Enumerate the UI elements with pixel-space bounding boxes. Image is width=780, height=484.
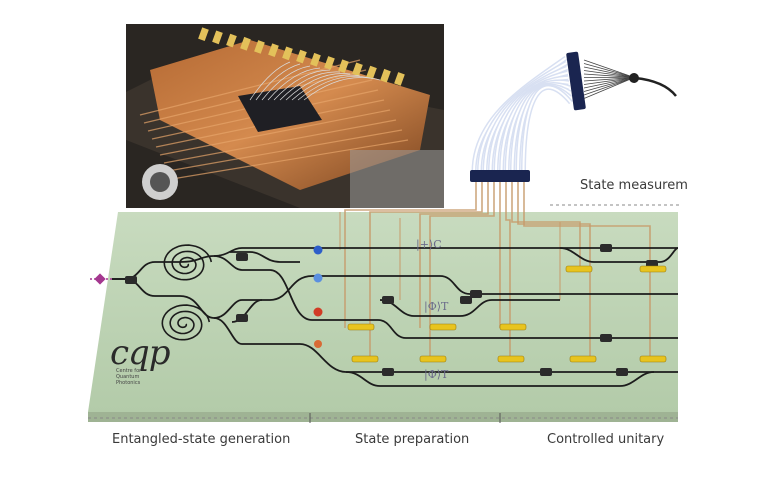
logo-main-text: cqp [110, 338, 170, 368]
photo-metal-plate [350, 150, 444, 208]
heater-electrode [348, 324, 374, 330]
label-state-preparation: State preparation [355, 432, 469, 447]
qubit-marker-light-blue [314, 274, 323, 283]
directional-coupler [600, 334, 612, 342]
label-entangled-generation: Entangled-state generation [112, 432, 290, 447]
directional-coupler [236, 314, 248, 322]
chip-side-edge [88, 412, 678, 422]
state-label-bottom: |Φ⟩T [424, 368, 448, 381]
qubit-marker-red [314, 308, 323, 317]
heater-electrode [500, 324, 526, 330]
qubit-marker-blue [314, 246, 323, 255]
heater-electrode [420, 356, 446, 362]
state-label-middle: |Φ⟩T [424, 300, 448, 313]
fiber-fan-line [584, 79, 630, 98]
cable-icon [629, 73, 676, 96]
directional-coupler [470, 290, 482, 298]
heater-electrode [352, 356, 378, 362]
heater-electrode [566, 266, 592, 272]
optical-fibers [474, 58, 571, 172]
label-controlled-unitary: Controlled unitary [547, 432, 664, 447]
fiber-connector-bottom [470, 170, 530, 182]
directional-coupler [125, 276, 137, 284]
directional-coupler [600, 244, 612, 252]
directional-coupler [540, 368, 552, 376]
label-state-measurement: State measurem [580, 178, 688, 193]
directional-coupler [236, 253, 248, 261]
heater-electrode [640, 266, 666, 272]
directional-coupler [460, 296, 472, 304]
directional-coupler [382, 368, 394, 376]
directional-coupler [616, 368, 628, 376]
heater-electrode [430, 324, 456, 330]
cqp-logo: cqp Centre for Quantum Photonics [110, 338, 170, 386]
heater-electrode [570, 356, 596, 362]
state-label-top: |+⟩C [416, 238, 442, 251]
directional-coupler [382, 296, 394, 304]
qubit-marker-orange [314, 340, 322, 348]
fiber-fan-out [584, 60, 630, 99]
heater-electrode [498, 356, 524, 362]
fiber-bundle-icon [470, 51, 676, 182]
photograph-inset-icon [126, 24, 444, 208]
photo-screw-head [150, 172, 170, 192]
heater-electrode [640, 356, 666, 362]
